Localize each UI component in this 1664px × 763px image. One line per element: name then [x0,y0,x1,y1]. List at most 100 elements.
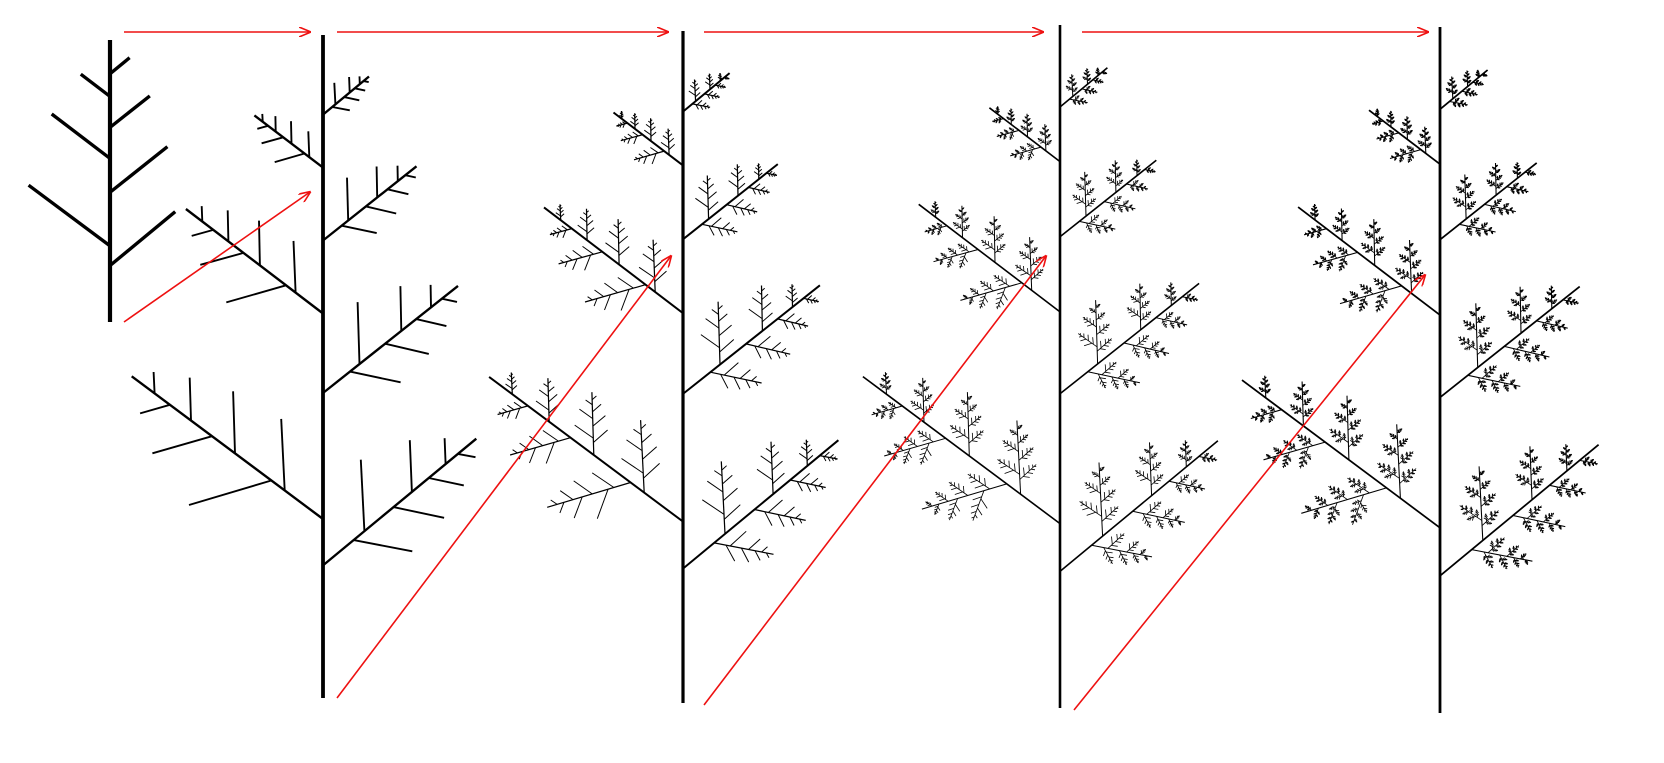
branch-segment [717,96,720,99]
branch-segment [882,380,885,382]
branch-segment [1309,508,1312,510]
branch-segment [726,204,758,213]
branch-segment [644,129,652,136]
branch-segment [876,415,878,417]
branch-segment [1336,497,1339,500]
branch-segment [785,313,795,322]
branch-segment [1350,422,1353,424]
branch-segment [1351,509,1354,511]
branch-segment [995,306,999,308]
branch-segment [1352,494,1364,525]
branch-segment [827,456,831,462]
branch-segment [1028,451,1033,453]
branch-segment [1362,507,1364,511]
branch-segment [950,252,956,255]
branch-segment [1096,338,1112,352]
branch-segment [770,441,774,495]
branch-segment [647,245,654,251]
branch-segment [1169,520,1174,523]
branch-segment [1333,488,1336,490]
branch-segment [1177,485,1182,487]
branch-segment [650,126,656,131]
branch-segment [152,435,213,455]
branch-segment [1338,496,1341,500]
branch-segment [762,190,766,195]
branch-segment [707,191,717,200]
branch-segment [1019,155,1022,157]
branch-segment [640,424,647,430]
branch-segment [1084,73,1087,76]
branch-segment [938,225,942,228]
branch-segment [619,122,623,125]
branch-segment [922,377,925,423]
branch-segment [713,542,774,555]
branch-segment [953,224,958,227]
branch-segment [1085,484,1088,486]
branch-segment [707,201,719,211]
branch-segment [972,490,985,521]
branch-segment [618,246,630,256]
branch-segment [543,383,549,388]
branch-segment [1303,450,1306,453]
branch-segment [1356,513,1359,517]
branch-segment [1306,415,1308,417]
branch-segment [280,418,286,491]
branch-segment [633,150,665,161]
branch-segment [1357,441,1359,443]
branch-segment [1155,518,1159,523]
branch-segment [1357,479,1360,481]
branch-segment [950,515,953,519]
branch-segment [1412,469,1414,472]
branch-segment [322,165,418,242]
branch-segment [1133,382,1135,384]
branch-segment [914,407,921,410]
branch-segment [1021,457,1028,460]
branch-segment [881,379,884,381]
branch-segment [1178,522,1180,525]
branch-segment [700,334,720,349]
branch-segment [889,410,894,412]
branch-segment [1112,382,1115,386]
branch-segment [1140,478,1147,481]
branch-segment [1358,480,1361,482]
branch-segment [1021,127,1024,129]
branch-segment [586,214,592,219]
branch-segment [966,392,970,457]
branch-segment [620,289,630,311]
branch-segment [970,480,978,483]
branch-segment [1014,443,1016,450]
branch-segment [907,443,914,446]
branch-segment [1409,455,1411,457]
branch-segment [813,300,816,304]
branch-segment [619,124,622,128]
branch-segment [1357,480,1360,483]
branch-segment [750,207,755,211]
branch-segment [894,456,897,460]
branch-segment [996,291,1004,295]
branch-segment [1019,252,1022,255]
branch-segment [1089,309,1093,312]
branch-segment [1338,494,1341,497]
branch-segment [1149,503,1151,511]
branch-segment [1085,91,1087,93]
branch-segment [1321,503,1324,506]
branch-segment [108,145,169,194]
branch-segment [931,231,934,233]
branch-segment [668,143,676,150]
branch-segment [1028,465,1030,471]
branch-segment [1010,146,1042,157]
branch-segment [1131,188,1134,191]
branch-segment [617,221,622,225]
branch-segment [1103,491,1106,499]
branch-segment [706,77,710,81]
branch-segment [79,72,112,98]
branch-segment [922,438,930,442]
branch-segment [1109,514,1116,516]
branch-segment [556,231,560,238]
branch-segment [667,128,670,155]
branch-segment [949,502,957,506]
branch-segment [1315,510,1317,512]
branch-segment [971,440,978,442]
branch-segment [757,335,771,348]
branch-segment [709,79,714,83]
